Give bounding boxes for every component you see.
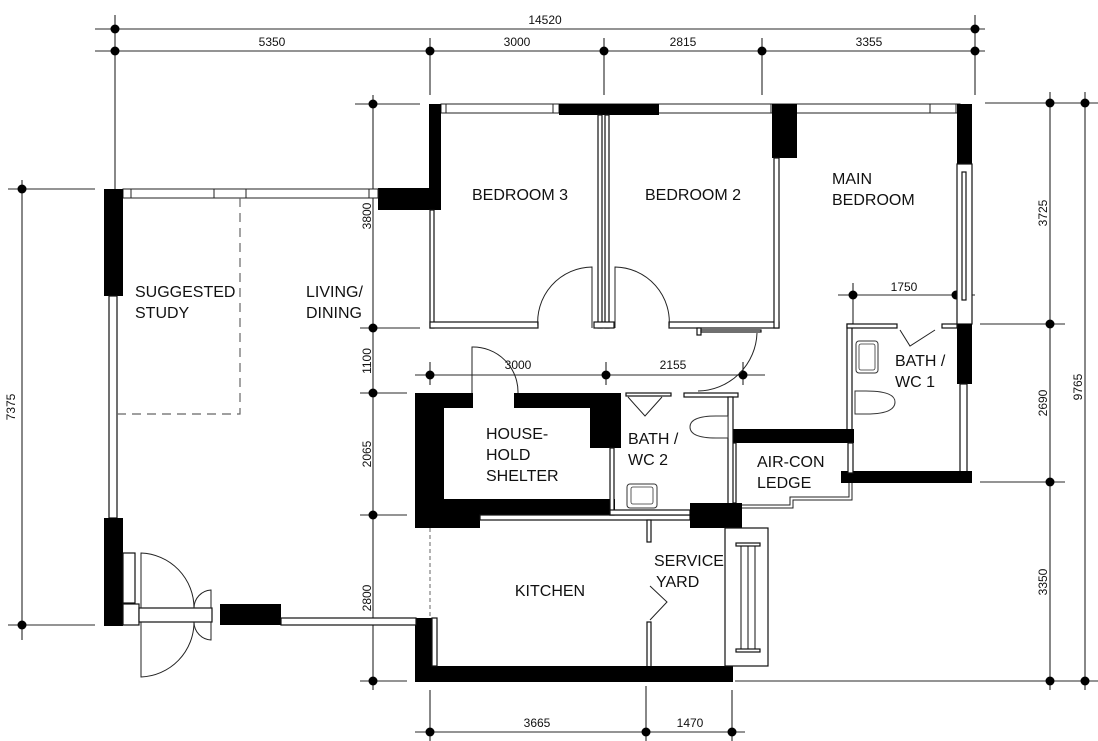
room-label-service-yard-1: SERVICE xyxy=(654,553,724,570)
room-label-living-1: LIVING/ xyxy=(306,284,363,301)
dim-left-total: 7375 xyxy=(4,393,18,420)
toilet-icon xyxy=(689,415,729,439)
room-label-living-2: DINING xyxy=(306,305,362,322)
room-label-bedroom3: BEDROOM 3 xyxy=(472,187,568,204)
room-label-study-1: SUGGESTED xyxy=(135,284,235,301)
room-label-bath1-1: BATH / xyxy=(895,353,946,370)
dim-left-4: 2800 xyxy=(360,584,374,611)
mid-dimensions xyxy=(415,283,975,385)
room-label-service-yard-2: YARD xyxy=(656,574,699,591)
room-label-aircon-2: LEDGE xyxy=(757,475,811,492)
left-dimensions xyxy=(8,95,420,690)
toilet-icon xyxy=(854,390,896,415)
dim-right-total: 9765 xyxy=(1071,373,1085,400)
room-label-shelter-1: HOUSE- xyxy=(486,426,548,443)
top-dimensions xyxy=(95,15,985,190)
bottom-dimensions xyxy=(415,686,745,741)
dim-right-1: 3725 xyxy=(1036,199,1050,226)
room-label-bath1-2: WC 1 xyxy=(895,374,935,391)
sink-icon xyxy=(855,340,879,374)
dim-left-3: 2065 xyxy=(360,440,374,467)
dim-right-3: 3350 xyxy=(1036,568,1050,595)
dim-mid-2: 2155 xyxy=(660,358,687,372)
room-label-study-2: STUDY xyxy=(135,305,190,322)
walls xyxy=(104,103,973,682)
room-label-main-bedroom-1: MAIN xyxy=(832,171,872,188)
dim-top-1: 5350 xyxy=(259,35,286,49)
room-label-aircon-1: AIR-CON xyxy=(757,454,825,471)
room-label-shelter-3: SHELTER xyxy=(486,468,559,485)
study-outline xyxy=(117,198,241,415)
room-label-shelter-2: HOLD xyxy=(486,447,530,464)
dim-bottom-2: 1470 xyxy=(677,716,704,730)
room-label-bedroom2: BEDROOM 2 xyxy=(645,187,741,204)
room-label-main-bedroom-2: BEDROOM xyxy=(832,192,915,209)
dim-top-3: 2815 xyxy=(670,35,697,49)
dim-top-total: 14520 xyxy=(528,13,562,27)
room-label-kitchen: KITCHEN xyxy=(515,583,585,600)
dim-top-2: 3000 xyxy=(504,35,531,49)
dim-left-2: 1100 xyxy=(360,348,374,374)
dim-bath1-width: 1750 xyxy=(891,280,918,294)
fixtures xyxy=(626,340,896,509)
dim-left-1: 3800 xyxy=(360,202,374,229)
dim-right-2: 2690 xyxy=(1036,389,1050,416)
room-label-bath2-2: WC 2 xyxy=(628,452,668,469)
dim-bottom-1: 3665 xyxy=(524,716,551,730)
sink-icon xyxy=(626,483,658,509)
room-label-bath2-1: BATH / xyxy=(628,431,679,448)
right-dimensions xyxy=(735,92,1098,690)
doors xyxy=(140,266,936,678)
dim-top-4: 3355 xyxy=(856,35,883,49)
